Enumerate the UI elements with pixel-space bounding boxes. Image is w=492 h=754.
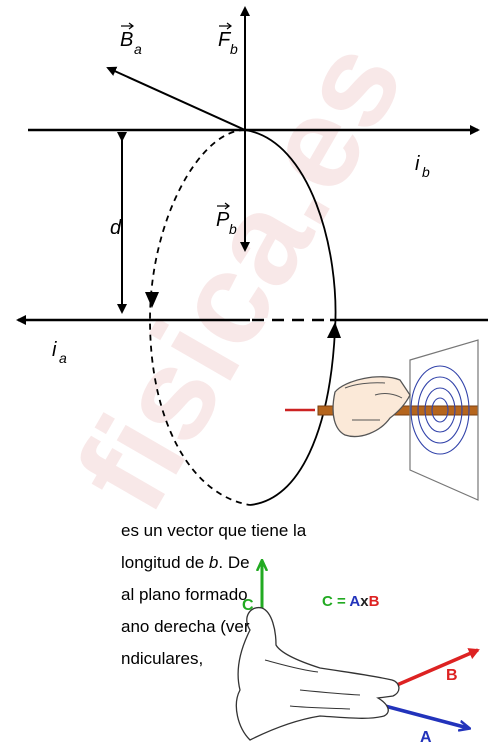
loop-arrow-up [327, 322, 341, 338]
text-line-2: longitud de b. De [121, 553, 250, 572]
vector-C-label: C [242, 597, 254, 614]
svg-text:a: a [59, 350, 67, 366]
svg-text:fisica.es: fisica.es [48, 17, 431, 534]
vector-A-label: A [420, 729, 432, 746]
cross-product-equation: C = AxB [322, 593, 380, 610]
text-line-1: es un vector que tiene la [121, 521, 307, 540]
right-hand-rule-illustration [285, 339, 479, 501]
vector-B-arrow [389, 648, 480, 690]
svg-text:b: b [229, 221, 237, 237]
label-ia: i a [52, 339, 67, 366]
svg-text:a: a [134, 41, 142, 57]
text-line-3: al plano formado [121, 585, 248, 604]
text-line-5: ndiculares, [121, 649, 204, 668]
watermark: fisica.es [48, 17, 431, 534]
vector-B-label: B [446, 667, 458, 684]
loop-arrow-down [145, 292, 159, 308]
field-loop-dashed [149, 129, 251, 506]
cross-product-illustration: C B A C = AxB [235, 562, 480, 746]
svg-text:b: b [422, 164, 430, 180]
field-Ba-arrow [106, 66, 246, 131]
label-Pb: P b [216, 202, 237, 237]
svg-text:F: F [218, 29, 232, 51]
hand-outline [235, 606, 400, 741]
text-line-4: ano derecha (ver [121, 617, 250, 636]
label-Ba: B a [120, 22, 142, 57]
svg-text:i: i [415, 153, 420, 175]
svg-text:P: P [216, 209, 230, 231]
svg-text:b: b [230, 41, 238, 57]
svg-text:i: i [52, 339, 57, 361]
label-d: d [110, 217, 122, 239]
svg-text:B: B [120, 29, 133, 51]
vector-A-arrow [384, 704, 468, 728]
label-Fb: F b [218, 22, 238, 57]
label-ib: i b [415, 153, 430, 180]
